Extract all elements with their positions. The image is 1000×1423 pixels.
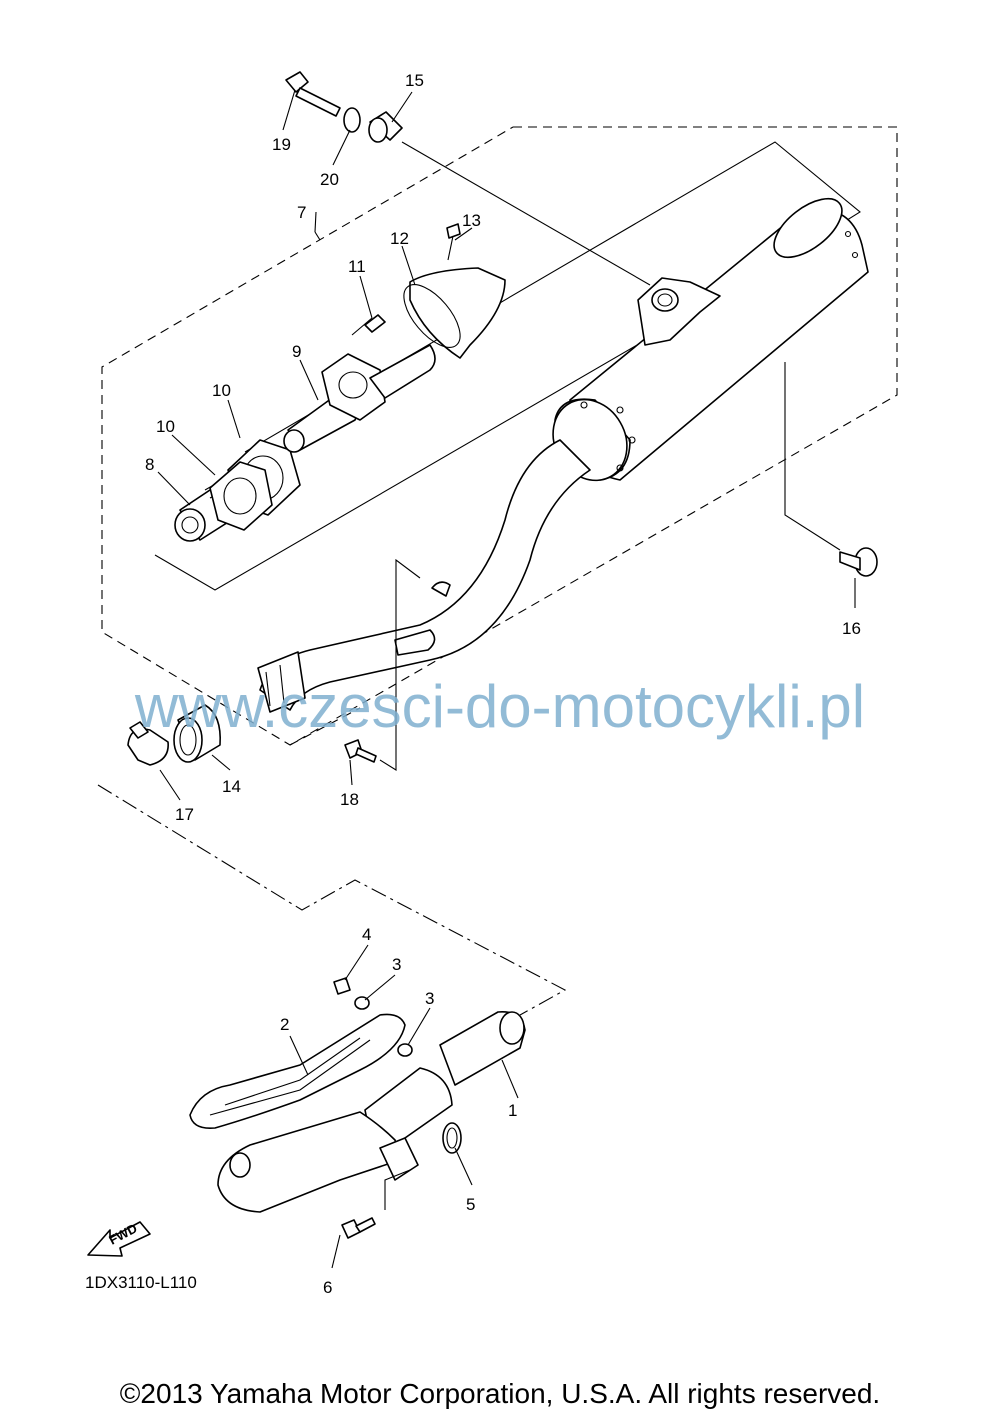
connection-lines: [97, 784, 567, 1016]
callout-19: 19: [272, 135, 291, 154]
watermark-url: www.czesci-do-motocykli.pl: [134, 673, 866, 740]
part-10-gasket-pair: [209, 439, 301, 531]
callout-6: 6: [323, 1278, 332, 1297]
callout-7: 7: [297, 203, 306, 222]
callout-11: 11: [348, 257, 366, 276]
muffler-assembly-outline: [101, 126, 898, 746]
callout-8: 8: [145, 455, 154, 474]
callout-3-b: 3: [425, 989, 434, 1008]
part-6-bolt: [341, 1217, 376, 1239]
callout-10-b: 10: [212, 381, 231, 400]
copyright-notice: ©2013 Yamaha Motor Corporation, U.S.A. A…: [119, 1378, 881, 1409]
callout-10-a: 10: [156, 417, 175, 436]
callout-4: 4: [362, 925, 371, 944]
fwd-arrow-icon: FWD: [87, 1221, 151, 1257]
part-9-inner-pipe: [283, 344, 436, 453]
part-5-gasket: [442, 1122, 462, 1154]
part-12-end-cap: [403, 267, 506, 359]
callout-15: 15: [405, 71, 424, 90]
part-20-washer: [343, 107, 361, 133]
part-3-washer-b: [397, 1043, 413, 1057]
callout-14: 14: [222, 777, 241, 796]
part-19-bolt: [285, 71, 341, 117]
callout-9: 9: [292, 342, 301, 361]
callout-1: 1: [508, 1101, 517, 1120]
callout-3-a: 3: [392, 955, 401, 974]
muffler-body: [552, 197, 869, 482]
part-4-bolt: [333, 977, 351, 995]
callout-5: 5: [466, 1195, 475, 1214]
part-11-screw: [351, 314, 386, 336]
callout-12: 12: [390, 229, 409, 248]
callout-20: 20: [320, 170, 339, 189]
callout-17: 17: [175, 805, 194, 824]
part-1-exhaust-header: [217, 1011, 526, 1213]
part-13-screw: [446, 223, 461, 261]
leader-lines: [157, 89, 856, 1269]
callout-18: 18: [340, 790, 359, 809]
callout-2: 2: [280, 1015, 289, 1034]
callout-13: 13: [462, 211, 481, 230]
muffler-link-pipe: [257, 439, 591, 713]
part-15-collar: [368, 111, 403, 143]
drawing-code: 1DX3110-L110: [85, 1273, 197, 1292]
part-17-clamp: [127, 721, 169, 766]
part-16-bolt: [839, 547, 878, 577]
callout-16: 16: [842, 619, 861, 638]
part-14-joint-gasket: [173, 704, 222, 763]
part-18-bolt: [344, 739, 377, 763]
part-2-heat-protector: [189, 1013, 406, 1130]
